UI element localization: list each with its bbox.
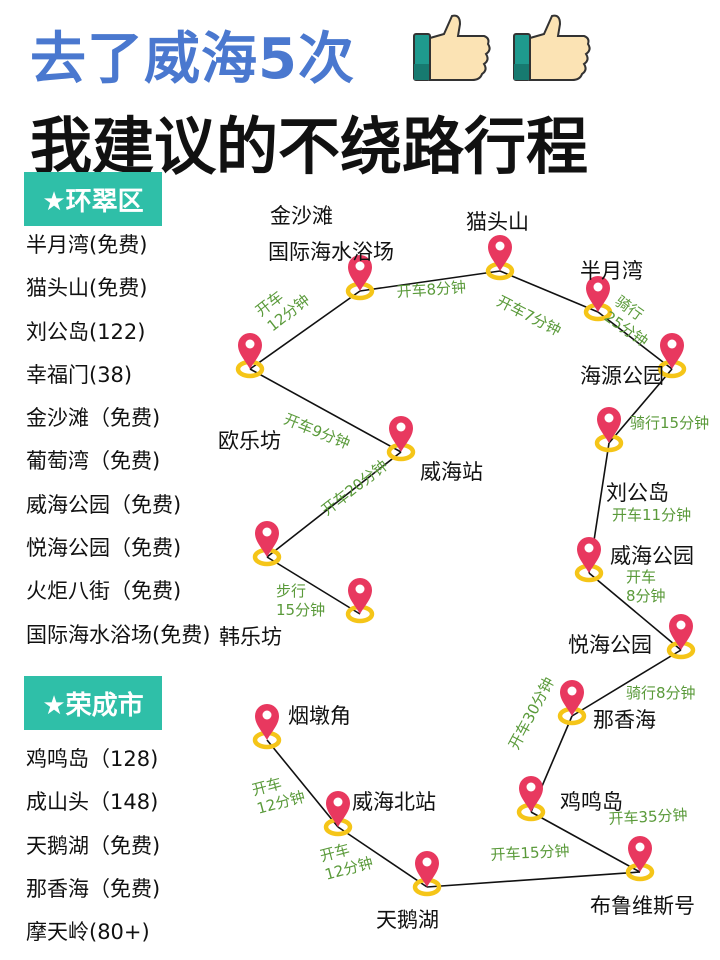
map-pin-icon	[625, 836, 655, 882]
attraction-list-rongcheng: 鸡鸣岛（128) 成山头（148) 天鹅湖（免费) 那香海（免费) 摩天岭(80+)	[26, 738, 160, 954]
map-pin-icon	[252, 704, 282, 750]
section-badge-rongcheng: ★荣成市	[24, 676, 162, 730]
place-label: 威海北站	[352, 790, 436, 814]
place-label: 国际海水浴场	[268, 240, 394, 264]
route-time-label: 开车11分钟	[612, 506, 692, 524]
attraction-item: 金沙滩（免费)	[26, 406, 161, 431]
route-line	[530, 811, 641, 873]
map-pin-icon	[252, 521, 282, 567]
map-pin-icon	[666, 614, 696, 660]
place-label: 韩乐坊	[219, 625, 282, 649]
place-label: 威海站	[420, 460, 483, 484]
attraction-item: 刘公岛(122)	[26, 319, 146, 344]
route-line	[249, 368, 402, 453]
route-line	[426, 871, 641, 888]
attraction-item: 猫头山(免费)	[26, 276, 148, 301]
route-time-label: 步行 15分钟	[276, 582, 326, 619]
map-pin-icon	[516, 776, 546, 822]
route-line	[266, 739, 339, 828]
route-line	[359, 270, 501, 292]
route-line	[608, 368, 673, 444]
attraction-item: 天鹅湖（免费)	[26, 833, 161, 858]
map-pin-icon	[594, 407, 624, 453]
map-pin-icon	[345, 255, 375, 301]
attraction-item: 威海公园（免费)	[26, 492, 182, 517]
route-line	[266, 556, 361, 615]
attraction-item: 葡萄湾（免费)	[26, 449, 161, 474]
attraction-list-huancui: 半月湾(免费) 猫头山(免费) 刘公岛(122) 幸福门(38) 金沙滩（免费) 葡萄湾（…	[26, 224, 210, 657]
attraction-item: 火炬八街（免费)	[26, 579, 182, 604]
route-time-label: 骑行8分钟	[626, 684, 696, 702]
route-line	[571, 649, 682, 717]
route-time-label: 开车 8分钟	[626, 568, 666, 605]
map-pin-icon	[323, 791, 353, 837]
route-line	[588, 572, 682, 651]
route-line	[337, 826, 428, 888]
place-label: 天鹅湖	[376, 908, 439, 932]
map-pin-icon	[412, 851, 442, 897]
place-label: 刘公岛	[606, 481, 669, 505]
attraction-item: 鸡鸣岛（128)	[26, 747, 159, 771]
route-time-label: 骑行15分钟	[630, 414, 710, 432]
map-pin-icon	[485, 235, 515, 281]
route-line	[249, 290, 361, 370]
place-label: 猫头山	[466, 210, 529, 234]
route-line	[499, 270, 599, 313]
attraction-item: 那香海（免费)	[26, 876, 161, 901]
place-label: 布鲁维斯号	[590, 894, 695, 918]
attraction-item: 摩天岭(80+)	[26, 920, 150, 945]
place-label: 半月湾	[580, 259, 643, 283]
thumbs-up-icon	[513, 14, 591, 81]
place-label: 烟墩角	[288, 704, 351, 728]
place-label: 那香海	[593, 708, 656, 732]
route-line	[597, 311, 673, 370]
title-line-1: 去了威海5次	[30, 27, 355, 92]
place-label: 欧乐坊	[218, 429, 281, 453]
map-pin-icon	[657, 333, 687, 379]
title-line-2: 我建议的不绕路行程	[30, 110, 589, 183]
thumbs-up-icon	[413, 14, 491, 81]
map-pin-icon	[235, 333, 265, 379]
map-pin-icon	[574, 537, 604, 583]
section-badge-huancui: ★环翠区	[24, 172, 162, 226]
map-pin-icon	[557, 680, 587, 726]
place-label: 悦海公园	[568, 633, 652, 657]
place-label: 海源公园	[580, 364, 664, 388]
attraction-item: 国际海水浴场(免费)	[26, 622, 211, 647]
map-pin-icon	[583, 276, 613, 322]
place-label: 鸡鸣岛	[560, 790, 623, 814]
map-pin-icon	[386, 416, 416, 462]
map-pin-icon	[345, 578, 375, 624]
attraction-item: 成山头（148)	[26, 790, 159, 815]
place-label: 金沙滩	[270, 204, 333, 228]
place-label: 威海公园	[610, 544, 694, 568]
attraction-item: 悦海公园（免费)	[26, 536, 182, 561]
attraction-item: 半月湾(免费)	[26, 233, 148, 257]
attraction-item: 幸福门(38)	[26, 362, 133, 387]
route-line	[266, 451, 402, 558]
